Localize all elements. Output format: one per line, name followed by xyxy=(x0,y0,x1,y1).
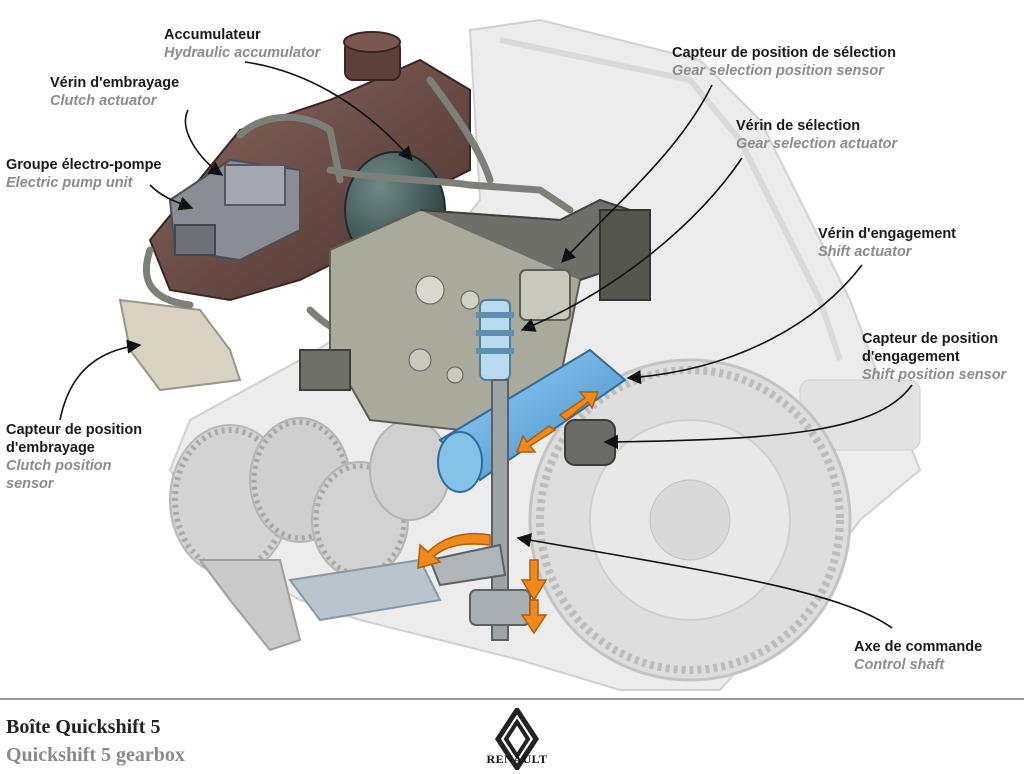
label-clutch-actuator-en: Clutch actuator xyxy=(50,93,157,109)
label-electric-pump-fr: Groupe électro-pompe xyxy=(6,157,162,173)
label-clutch-actuator-fr: Vérin d'embrayage xyxy=(50,75,180,91)
label-clutch-sensor: Capteur de position d'embrayage Clutch p… xyxy=(6,421,142,493)
label-control-shaft-fr: Axe de commande xyxy=(854,639,983,655)
label-electric-pump: Groupe électro-pompe Electric pump unit xyxy=(6,156,162,192)
shift-actuator-blue xyxy=(437,348,627,493)
selection-sensor-stack xyxy=(476,299,514,381)
label-selection-sensor-en: Gear selection position sensor xyxy=(672,63,884,79)
label-accumulator: Accumulateur Hydraulic accumulator xyxy=(164,26,320,62)
label-selection-sensor-fr: Capteur de position de sélection xyxy=(672,45,896,61)
label-selection-sensor: Capteur de position de sélection Gear se… xyxy=(672,44,896,80)
label-selection-actuator: Vérin de sélection Gear selection actuat… xyxy=(736,117,897,153)
control-shaft xyxy=(428,379,531,641)
label-shift-sensor: Capteur de position d'engagement Shift p… xyxy=(862,330,1006,384)
motion-arrows xyxy=(417,391,600,635)
label-control-shaft: Axe de commande Control shaft xyxy=(854,638,982,674)
brand-name: RENAULT xyxy=(486,752,548,766)
leader-lines xyxy=(59,61,913,629)
label-selection-actuator-en: Gear selection actuator xyxy=(736,136,898,152)
label-shift-sensor-en: Shift position sensor xyxy=(862,367,1007,383)
electric-pump-unit xyxy=(168,158,301,262)
renault-logo-icon xyxy=(495,708,539,770)
label-electric-pump-en: Electric pump unit xyxy=(6,175,133,191)
label-clutch-sensor-fr: Capteur de position d'embrayage xyxy=(6,422,143,456)
label-shift-actuator: Vérin d'engagement Shift actuator xyxy=(818,225,956,261)
gearbox-illustration xyxy=(59,18,922,691)
label-clutch-sensor-en: Clutch position sensor xyxy=(6,458,112,492)
label-accumulator-en: Hydraulic accumulator xyxy=(164,45,321,61)
label-shift-actuator-fr: Vérin d'engagement xyxy=(818,226,957,242)
footer-title: Boîte Quickshift 5 xyxy=(6,716,161,738)
footer-subtitle: Quickshift 5 gearbox xyxy=(6,744,185,766)
label-clutch-actuator: Vérin d'embrayage Clutch actuator xyxy=(50,74,179,110)
footer-divider xyxy=(0,698,1024,700)
label-accumulator-fr: Accumulateur xyxy=(164,27,261,43)
shaft-gears xyxy=(169,417,451,652)
label-shift-actuator-en: Shift actuator xyxy=(818,244,912,260)
label-control-shaft-en: Control shaft xyxy=(854,657,945,673)
label-shift-sensor-fr: Capteur de position d'engagement xyxy=(862,331,999,365)
label-selection-actuator-fr: Vérin de sélection xyxy=(736,118,861,134)
